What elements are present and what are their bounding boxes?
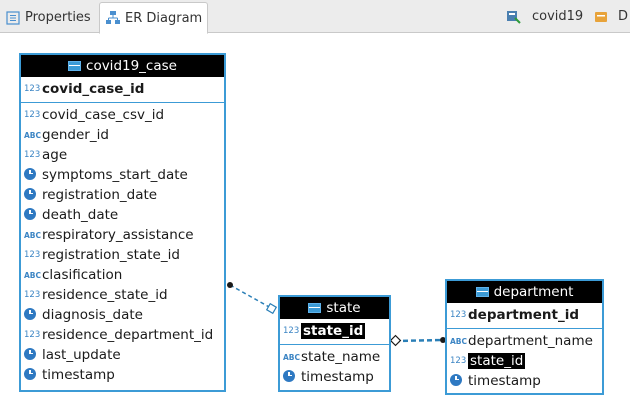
- numeric-type-icon: 123: [450, 356, 467, 366]
- primary-key-section: 123 department_id: [447, 303, 602, 329]
- column-row[interactable]: death_date: [24, 205, 224, 225]
- table-icon: [308, 303, 322, 313]
- column-name: state_id: [468, 353, 526, 369]
- text-type-icon: ABC: [283, 352, 301, 362]
- column-name: age: [42, 147, 68, 163]
- column-row[interactable]: 123 covid_case_id: [24, 79, 224, 99]
- column-name: timestamp: [42, 367, 115, 383]
- entity-header: state: [280, 297, 389, 319]
- entity-title: covid19_case: [86, 58, 177, 74]
- column-name: respiratory_assistance: [42, 227, 194, 243]
- connection-selector[interactable]: covid19: [506, 0, 583, 33]
- column-name: timestamp: [468, 373, 541, 389]
- datetime-type-icon: [24, 167, 42, 183]
- numeric-type-icon: 123: [24, 330, 41, 340]
- datetime-type-icon: [24, 367, 42, 383]
- column-row[interactable]: 123 department_id: [450, 305, 602, 325]
- numeric-key-type-icon: 123: [24, 84, 41, 94]
- tab-properties-label: Properties: [25, 10, 91, 25]
- column-name: registration_date: [42, 187, 158, 203]
- numeric-type-icon: 123: [24, 290, 41, 300]
- table-icon: [475, 287, 489, 297]
- tab-er-diagram[interactable]: ER Diagram: [99, 2, 209, 34]
- er-diagram-icon: [105, 10, 121, 26]
- text-type-icon: ABC: [24, 130, 42, 140]
- connection-label: covid19: [532, 9, 584, 24]
- entity-title: state: [326, 300, 361, 316]
- entity-title: department: [493, 284, 574, 300]
- numeric-type-icon: 123: [24, 110, 41, 120]
- column-row[interactable]: timestamp: [283, 367, 389, 387]
- column-name: diagnosis_date: [42, 307, 143, 323]
- column-name: last_update: [42, 347, 121, 363]
- connection-icon: [506, 9, 522, 25]
- database-selector[interactable]: D: [594, 0, 628, 33]
- primary-key-section: 123 covid_case_id: [21, 77, 224, 103]
- datetime-type-icon: [450, 373, 468, 389]
- column-row[interactable]: last_update: [24, 345, 224, 365]
- column-name: clasification: [42, 267, 123, 283]
- tab-properties[interactable]: Properties: [0, 2, 96, 33]
- datetime-type-icon: [24, 207, 42, 223]
- column-row[interactable]: 123 state_id: [283, 321, 389, 341]
- database-icon: [594, 10, 608, 24]
- entity-header: department: [447, 281, 602, 303]
- column-name: gender_id: [42, 127, 109, 143]
- column-name: covid_case_csv_id: [42, 107, 165, 123]
- numeric-type-icon: 123: [24, 250, 41, 260]
- properties-icon: [5, 10, 21, 26]
- table-icon: [68, 61, 82, 71]
- numeric-type-icon: 123: [24, 150, 41, 160]
- column-row[interactable]: symptoms_start_date: [24, 165, 224, 185]
- column-name: death_date: [42, 207, 119, 223]
- primary-key-section: 123 state_id: [280, 319, 389, 345]
- text-type-icon: ABC: [24, 270, 42, 280]
- entity-header: covid19_case: [21, 55, 224, 77]
- editor-tab-bar: Properties ER Diagram covid19 D: [0, 0, 630, 34]
- column-name: department_id: [468, 307, 580, 323]
- tab-er-diagram-label: ER Diagram: [125, 10, 203, 26]
- database-label: D: [618, 9, 629, 24]
- column-row[interactable]: timestamp: [450, 371, 602, 391]
- column-name: registration_state_id: [42, 247, 180, 263]
- column-name: symptoms_start_date: [42, 167, 188, 183]
- datetime-type-icon: [24, 187, 42, 203]
- numeric-key-type-icon: 123: [283, 326, 300, 336]
- datetime-type-icon: [24, 347, 42, 363]
- column-name: covid_case_id: [42, 81, 145, 97]
- column-row[interactable]: diagnosis_date: [24, 305, 224, 325]
- column-name: state_name: [301, 349, 381, 365]
- text-type-icon: ABC: [450, 336, 468, 346]
- column-name: state_id: [301, 323, 366, 339]
- datetime-type-icon: [24, 307, 42, 323]
- column-row[interactable]: registration_date: [24, 185, 224, 205]
- text-type-icon: ABC: [24, 230, 42, 240]
- column-row[interactable]: timestamp: [24, 365, 224, 385]
- column-name: residence_state_id: [42, 287, 168, 303]
- column-name: department_name: [468, 333, 593, 349]
- column-name: timestamp: [301, 369, 374, 385]
- column-name: residence_department_id: [42, 327, 214, 343]
- datetime-type-icon: [283, 369, 301, 385]
- numeric-key-type-icon: 123: [450, 310, 467, 320]
